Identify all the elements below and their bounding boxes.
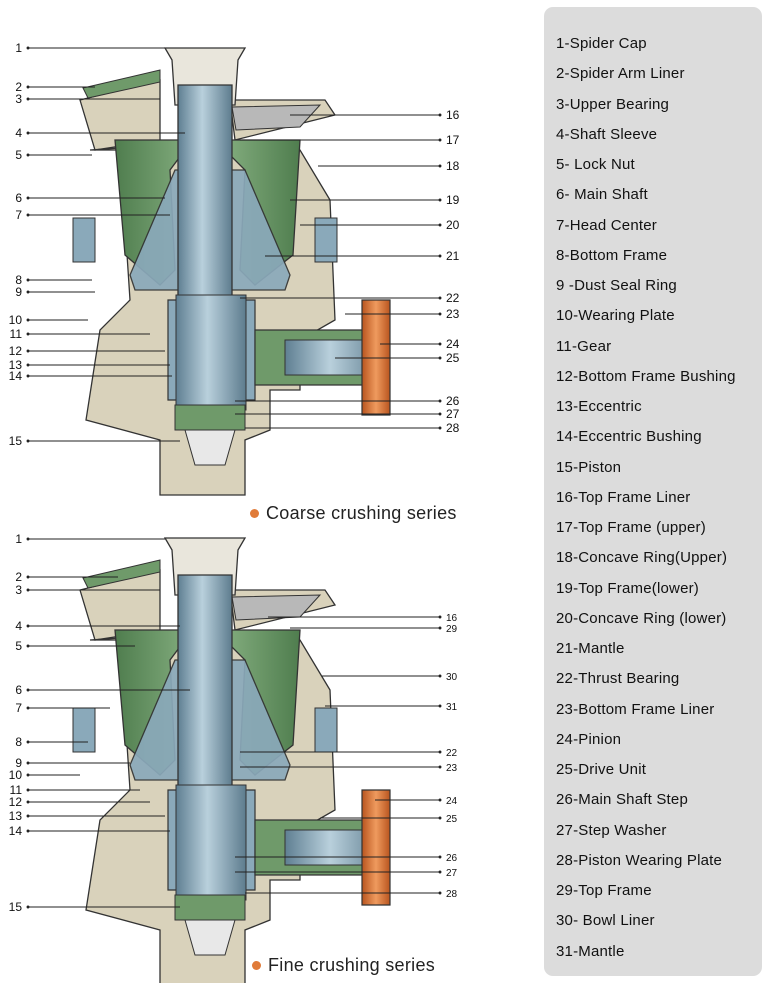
legend-item: 4-Shaft Sleeve [556, 125, 658, 143]
legend-item: 3-Upper Bearing [556, 95, 670, 113]
coarse-callouts: 1234567891011121314151617181920212223242… [9, 41, 460, 448]
callout-number-left: 8 [15, 735, 22, 749]
callout-number-left: 3 [15, 583, 22, 597]
callout-number-right: 26 [446, 394, 460, 408]
callout-number-left: 3 [15, 92, 22, 106]
parts-legend-panel: 1-Spider Cap 2-Spider Arm Liner 3-Upper Be… [544, 7, 762, 976]
callout-number-right: 23 [446, 307, 460, 321]
callout-number-right: 20 [446, 218, 460, 232]
callout-number-left: 13 [9, 358, 23, 372]
callout-number-right: 17 [446, 133, 460, 147]
parts-legend-list: 1-Spider Cap 2-Spider Arm Liner 3-Upper Be… [556, 29, 736, 967]
callout-number-right: 24 [446, 337, 460, 351]
callout-number-left: 6 [15, 683, 22, 697]
legend-item: 6- Main Shaft [556, 186, 648, 204]
callout-number-left: 7 [15, 208, 22, 222]
legend-item: 5- Lock Nut [556, 156, 635, 173]
fine-crusher-drawing [72, 537, 391, 983]
callout-number-left: 15 [9, 434, 23, 448]
callout-number-left: 10 [9, 768, 23, 782]
fine-caption: Fine crushing series [252, 955, 435, 976]
legend-item: 27-Step Washer [556, 821, 667, 839]
legend-item: 20-Concave Ring (lower) [556, 609, 727, 627]
callout-number-left: 1 [15, 532, 22, 546]
callout-number-right: 27 [446, 868, 458, 879]
callout-number-right: 22 [446, 291, 460, 305]
callout-number-right: 25 [446, 814, 458, 825]
legend-item: 22-Thrust Bearing [556, 670, 680, 688]
callout-number-left: 12 [9, 795, 23, 809]
legend-item: 12-Bottom Frame Bushing [556, 367, 736, 385]
callout-number-left: 11 [10, 783, 23, 797]
callout-number-right: 27 [446, 407, 460, 421]
callout-number-right: 16 [446, 613, 458, 624]
legend-item: 16-Top Frame Liner [556, 488, 691, 506]
callout-number-left: 13 [9, 809, 23, 823]
callout-number-right: 24 [446, 796, 458, 807]
callout-number-left: 4 [15, 619, 22, 633]
legend-item: 23-Bottom Frame Liner [556, 700, 715, 718]
fine-callouts: 1234567891011121314151629303122232425262… [9, 532, 458, 914]
callout-number-right: 26 [446, 853, 458, 864]
legend-item: 31-Mantle [556, 942, 625, 960]
crusher-section-fine [72, 537, 391, 983]
callout-number-right: 31 [446, 702, 458, 713]
callout-number-left: 12 [9, 344, 23, 358]
callout-number-left: 9 [15, 756, 22, 770]
coarse-caption: Coarse crushing series [250, 503, 457, 524]
legend-item: 25-Drive Unit [556, 761, 647, 778]
callout-number-left: 8 [15, 273, 22, 287]
legend-item: 15-Piston [556, 458, 622, 476]
callout-number-right: 28 [446, 889, 458, 900]
legend-item: 29-Top Frame [556, 882, 652, 899]
bullet-dot-icon [250, 509, 259, 518]
callout-number-left: 5 [15, 148, 22, 162]
legend-item: 14-Eccentric Bushing [556, 428, 702, 446]
legend-item: 10-Wearing Plate [556, 307, 675, 325]
callout-number-right: 18 [446, 159, 460, 173]
callout-number-left: 4 [15, 126, 22, 140]
legend-item: 1-Spider Cap [556, 35, 647, 52]
fine-caption-text: Fine crushing series [268, 955, 436, 975]
callout-number-right: 25 [446, 351, 460, 365]
legend-item: 30- Bowl Liner [556, 912, 655, 930]
legend-item: 9 -Dust Seal Ring [556, 277, 677, 294]
legend-item: 13-Eccentric [556, 398, 642, 415]
bullet-dot-icon [252, 961, 261, 970]
callout-number-left: 2 [15, 570, 22, 584]
legend-item: 21-Mantle [556, 640, 625, 657]
legend-item: 26-Main Shaft Step [556, 791, 689, 809]
callout-number-left: 14 [9, 369, 23, 383]
callout-number-left: 6 [15, 191, 22, 205]
callout-number-left: 7 [15, 701, 22, 715]
crusher-diagrams: 1234567891011121314151617181920212223242… [9, 41, 460, 983]
callout-number-left: 1 [15, 41, 22, 55]
callout-number-right: 30 [446, 672, 458, 683]
legend-item: 7-Head Center [556, 216, 657, 234]
legend-item: 28-Piston Wearing Plate [556, 851, 723, 869]
callout-number-left: 5 [15, 639, 22, 653]
legend-item: 2-Spider Arm Liner [556, 65, 685, 83]
legend-item: 24-Pinion [556, 730, 622, 748]
callout-number-right: 29 [446, 624, 458, 635]
callout-number-left: 11 [10, 327, 23, 341]
callout-number-right: 19 [446, 193, 460, 207]
callout-number-left: 9 [15, 285, 22, 299]
callout-number-right: 23 [446, 763, 458, 774]
legend-item: 17-Top Frame (upper) [556, 519, 706, 536]
coarse-caption-text: Coarse crushing series [266, 503, 457, 523]
callout-number-left: 10 [9, 313, 23, 327]
callout-number-right: 16 [446, 108, 460, 122]
callout-number-left: 14 [9, 824, 23, 838]
callout-number-right: 22 [446, 748, 458, 759]
callout-number-left: 15 [9, 900, 23, 914]
legend-item: 8-Bottom Frame [556, 246, 668, 264]
legend-item: 18-Concave Ring(Upper) [556, 549, 728, 567]
legend-item: 19-Top Frame(lower) [556, 579, 700, 597]
callout-number-right: 21 [446, 249, 460, 263]
legend-item: 11-Gear [556, 337, 612, 355]
callout-number-left: 2 [15, 80, 22, 94]
callout-number-right: 28 [446, 421, 460, 435]
